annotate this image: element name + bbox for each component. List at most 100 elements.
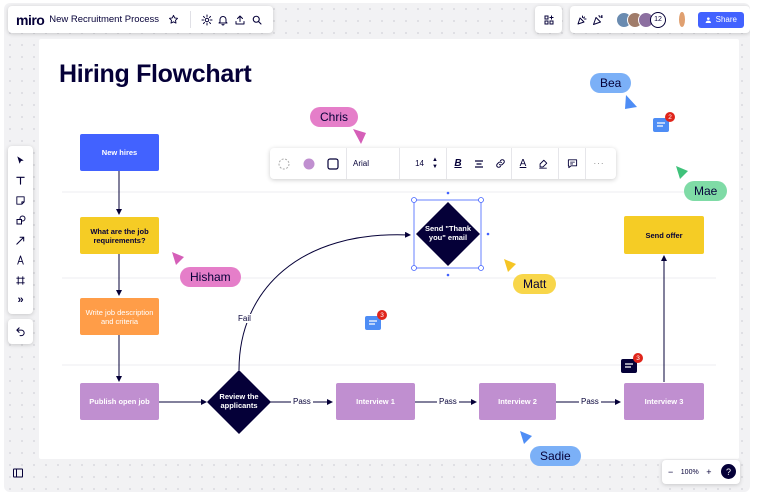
align-center-icon[interactable] — [469, 159, 489, 169]
node-interview-3[interactable]: Interview 3 — [624, 383, 704, 420]
cursor-mae-icon — [676, 166, 688, 179]
node-review-applicants[interactable]: Review the applicants — [219, 392, 259, 410]
pen-icon[interactable] — [11, 250, 31, 270]
dashed-circle-icon — [278, 158, 290, 169]
border-style-button[interactable] — [270, 158, 298, 170]
user-plus-icon — [705, 16, 711, 23]
node-new-hires[interactable]: New hires — [80, 134, 159, 171]
zoom-level[interactable]: 100% — [680, 468, 699, 476]
cursor-label-hisham: Hisham — [180, 267, 241, 287]
cursor-chris-icon — [353, 129, 366, 144]
apps-icon — [544, 15, 553, 24]
text-color-icon[interactable]: A — [519, 158, 527, 169]
divider — [189, 11, 191, 28]
node-publish-job[interactable]: Publish open job — [80, 383, 159, 420]
share-button[interactable]: Share — [697, 11, 744, 28]
cursor-label-bea: Bea — [590, 73, 632, 93]
select-cursor-icon[interactable] — [11, 150, 31, 170]
comment-icon — [625, 363, 633, 368]
divider — [558, 148, 559, 179]
link-icon[interactable] — [489, 158, 511, 169]
more-tools-icon[interactable]: » — [17, 294, 24, 306]
gear-icon[interactable] — [199, 10, 216, 30]
cursor-matt-icon — [504, 259, 516, 272]
star-icon[interactable] — [165, 10, 182, 30]
cursor-bea-icon — [625, 95, 637, 109]
node-send-offer[interactable]: Send offer — [624, 216, 704, 254]
comment-thread[interactable]: 3 — [365, 310, 387, 330]
top-left-toolbar: miro New Recruitment Process — [8, 6, 273, 33]
edge-label-fail[interactable]: Fail — [236, 314, 253, 323]
shapes-icon[interactable] — [11, 210, 31, 230]
collaboration-toolbar: 12 Share — [570, 6, 750, 33]
node-job-requirements[interactable]: What are the job requirements? — [80, 217, 159, 254]
edge-label-pass[interactable]: Pass — [437, 397, 459, 406]
review-diamond[interactable] — [207, 370, 271, 434]
font-size-input[interactable]: 14 — [415, 159, 424, 168]
collaborator-avatars[interactable]: 12 — [616, 11, 666, 28]
board-title[interactable]: Hiring Flowchart — [59, 60, 252, 88]
celebrate-icon[interactable] — [592, 10, 604, 30]
divider — [446, 148, 447, 179]
node-send-thank-you[interactable]: Send "Thank you" email — [424, 224, 472, 242]
comment-count-badge: 3 — [377, 310, 387, 320]
collaborator-count[interactable]: 12 — [650, 11, 666, 28]
more-options-icon[interactable]: ··· — [593, 159, 605, 168]
node-interview-1[interactable]: Interview 1 — [336, 383, 415, 420]
cursor-label-matt: Matt — [513, 274, 557, 294]
divider — [346, 148, 347, 179]
font-size-stepper[interactable]: ▲▼ — [428, 157, 442, 171]
email-diamond[interactable] — [416, 202, 480, 266]
shape-style-button[interactable] — [320, 157, 346, 170]
undo-icon — [16, 327, 25, 337]
edge-label-pass[interactable]: Pass — [579, 397, 601, 406]
edge-label-pass[interactable]: Pass — [291, 397, 313, 406]
cursor-label-mae: Mae — [684, 181, 728, 201]
comment-thread[interactable]: 2 — [653, 112, 675, 132]
zoom-out-button[interactable]: − — [668, 467, 674, 477]
text-tool-icon[interactable] — [11, 170, 31, 190]
connector-fail[interactable] — [238, 231, 411, 371]
context-toolbar: Arial 14 ▲▼ B A ··· — [270, 148, 616, 179]
bold-icon[interactable]: B — [454, 158, 462, 169]
bell-icon[interactable] — [215, 10, 232, 30]
node-write-description[interactable]: Write job description and criteria — [80, 298, 159, 335]
color-swatch-icon — [303, 158, 315, 169]
sticky-note-icon[interactable] — [11, 190, 31, 210]
apps-button[interactable] — [535, 6, 562, 33]
comment-icon — [657, 122, 665, 127]
font-family-select[interactable]: Arial — [353, 159, 370, 168]
chevron-up-icon[interactable]: ▲ — [432, 156, 438, 163]
cursor-label-chris: Chris — [310, 107, 359, 127]
node-interview-2[interactable]: Interview 2 — [479, 383, 556, 420]
side-panel-button[interactable] — [12, 466, 26, 480]
chevron-down-icon[interactable]: ▼ — [432, 163, 438, 170]
highlighter-icon[interactable] — [534, 159, 552, 169]
comment-count-badge: 3 — [633, 353, 643, 363]
undo-button[interactable] — [8, 319, 33, 344]
cursor-hisham-icon — [172, 252, 184, 265]
comment-count-badge: 2 — [665, 112, 675, 122]
selection-box[interactable] — [413, 199, 482, 269]
comment-icon — [369, 320, 377, 325]
fill-color-button[interactable] — [298, 158, 320, 170]
cursor-label-sadie: Sadie — [530, 446, 581, 466]
zoom-in-button[interactable]: + — [706, 467, 712, 477]
user-avatar[interactable] — [678, 11, 686, 28]
square-icon — [327, 157, 339, 170]
miro-logo[interactable]: miro — [16, 11, 45, 28]
left-toolbar: » — [8, 146, 33, 314]
panel-icon — [13, 468, 23, 478]
comment-icon[interactable] — [559, 158, 585, 169]
connection-line-icon[interactable] — [11, 230, 31, 250]
upload-icon[interactable] — [232, 10, 249, 30]
board-name[interactable]: New Recruitment Process — [49, 14, 160, 25]
search-icon[interactable] — [248, 10, 265, 30]
comment-thread[interactable]: 3 — [621, 353, 643, 373]
help-button[interactable]: ? — [721, 464, 736, 479]
share-label: Share — [715, 15, 737, 24]
frame-icon[interactable] — [11, 270, 31, 290]
reactions-icon[interactable] — [576, 10, 588, 30]
divider — [511, 148, 512, 179]
